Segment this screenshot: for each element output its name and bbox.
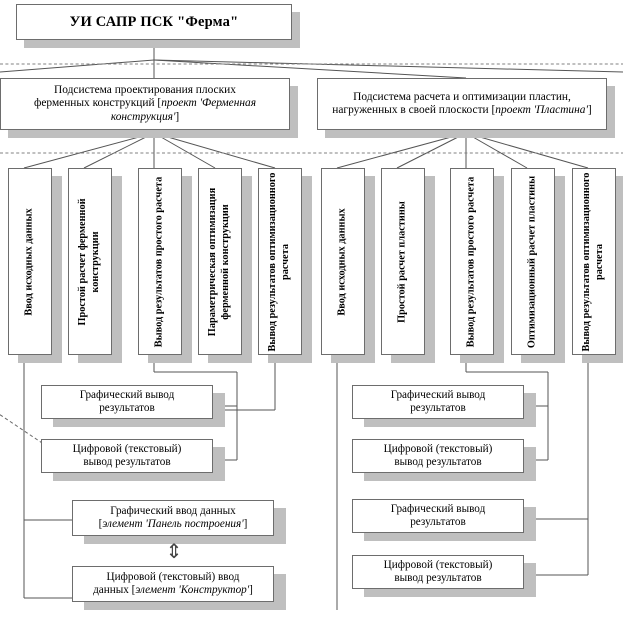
module-right-3[interactable]: Вывод результатов простого расчета	[450, 168, 494, 355]
subsystem-plate-project: проект 'Пластина'	[495, 104, 588, 116]
module-right-5[interactable]: Вывод результатов оптимизационного расче…	[572, 168, 616, 355]
module-left-5[interactable]: Вывод результатов оптимизационного расче…	[258, 168, 302, 355]
module-left-2[interactable]: Простой расчет ферменной конструкции	[68, 168, 112, 355]
leaf-right-3-line1: Графический вывод	[390, 503, 486, 516]
module-right-2-label: Простой расчет пластины	[396, 200, 408, 323]
leaf-left-text-input[interactable]: Цифровой (текстовый) ввод данных [элемен…	[72, 566, 274, 602]
subsystem-plate-bracket: ]	[587, 104, 592, 116]
leaf-right-4-line1: Цифровой (текстовый)	[383, 559, 493, 572]
leaf-right-text-output-2[interactable]: Цифровой (текстовый) вывод результатов	[352, 555, 524, 589]
leaf-right-3-line2: результатов	[410, 516, 466, 528]
module-left-4[interactable]: Параметрическая оптимизация ферменной ко…	[198, 168, 242, 355]
module-right-3-label: Вывод результатов простого расчета	[465, 176, 477, 347]
root-node[interactable]: УИ САПР ПСК "Ферма"	[16, 4, 292, 40]
module-left-5-label: Вывод результатов оптимизационного расче…	[267, 172, 291, 351]
module-right-2[interactable]: Простой расчет пластины	[381, 168, 425, 355]
bidirectional-arrow-icon: ⇕	[164, 539, 184, 563]
leaf-left-1-line1: Графический вывод	[79, 389, 175, 402]
subsystem-plate-line2: нагруженных в своей плоскости [	[332, 104, 496, 116]
leaf-right-graphic-output-1[interactable]: Графический вывод результатов	[352, 385, 524, 419]
leaf-left-1-line2: результатов	[99, 402, 155, 414]
subsystem-truss-line1: Подсистема проектирования плоских	[54, 84, 236, 97]
subsystem-truss-bracket: ]	[175, 110, 180, 123]
leaf-right-2-line2: вывод результатов	[394, 456, 482, 468]
leaf-left-4-line1: Цифровой (текстовый) ввод	[106, 571, 240, 584]
leaf-right-4-line2: вывод результатов	[394, 572, 482, 584]
leaf-right-graphic-output-2[interactable]: Графический вывод результатов	[352, 499, 524, 533]
module-right-5-label: Вывод результатов оптимизационного расче…	[581, 172, 605, 351]
module-left-4-label: Параметрическая оптимизация ферменной ко…	[207, 187, 231, 336]
module-left-1[interactable]: Ввод исходных данных	[8, 168, 52, 355]
leaf-left-2-line1: Цифровой (текстовый)	[72, 443, 182, 456]
leaf-right-1-line1: Графический вывод	[390, 389, 486, 402]
leaf-left-3-element: элемент 'Панель построения'	[102, 518, 244, 530]
root-label: УИ САПР ПСК "Ферма"	[69, 13, 239, 30]
leaf-left-graphic-input[interactable]: Графический ввод данных [элемент 'Панель…	[72, 500, 274, 536]
module-left-3-label: Вывод результатов простого расчета	[153, 176, 165, 347]
subsystem-plate-label: Подсистема расчета и оптимизации пластин…	[329, 91, 594, 117]
leaf-right-1-line2: результатов	[410, 402, 466, 414]
leaf-left-graphic-output[interactable]: Графический вывод результатов	[41, 385, 213, 419]
leaf-left-text-output[interactable]: Цифровой (текстовый) вывод результатов	[41, 439, 213, 473]
subsystem-plate-line1: Подсистема расчета и оптимизации пластин…	[353, 90, 571, 103]
subsystem-plate[interactable]: Подсистема расчета и оптимизации пластин…	[317, 78, 607, 130]
module-right-1-label: Ввод исходных данных	[336, 207, 348, 316]
leaf-left-2-line2: вывод результатов	[83, 456, 171, 468]
subsystem-truss-project: проект 'Ферменная конструкция'	[110, 97, 257, 123]
module-right-4-label: Оптимизационный расчет пластины	[526, 175, 538, 348]
module-left-2-label: Простой расчет ферменной конструкции	[77, 197, 101, 326]
module-right-4[interactable]: Оптимизационный расчет пластины	[511, 168, 555, 355]
subsystem-truss[interactable]: Подсистема проектирования плоских фермен…	[0, 78, 290, 130]
module-right-1[interactable]: Ввод исходных данных	[321, 168, 365, 355]
leaf-left-3-line1: Графический ввод данных	[110, 505, 236, 518]
subsystem-truss-label: Подсистема проектирования плоских фермен…	[1, 84, 289, 123]
module-left-3[interactable]: Вывод результатов простого расчета	[138, 168, 182, 355]
leaf-left-4-element: элемент 'Конструктор'	[135, 584, 250, 596]
bidirectional-arrow-glyph: ⇕	[165, 540, 183, 563]
module-left-1-label: Ввод исходных данных	[23, 207, 35, 316]
leaf-right-2-line1: Цифровой (текстовый)	[383, 443, 493, 456]
subsystem-truss-line2: ферменных конструкций [	[33, 97, 162, 110]
leaf-right-text-output-1[interactable]: Цифровой (текстовый) вывод результатов	[352, 439, 524, 473]
